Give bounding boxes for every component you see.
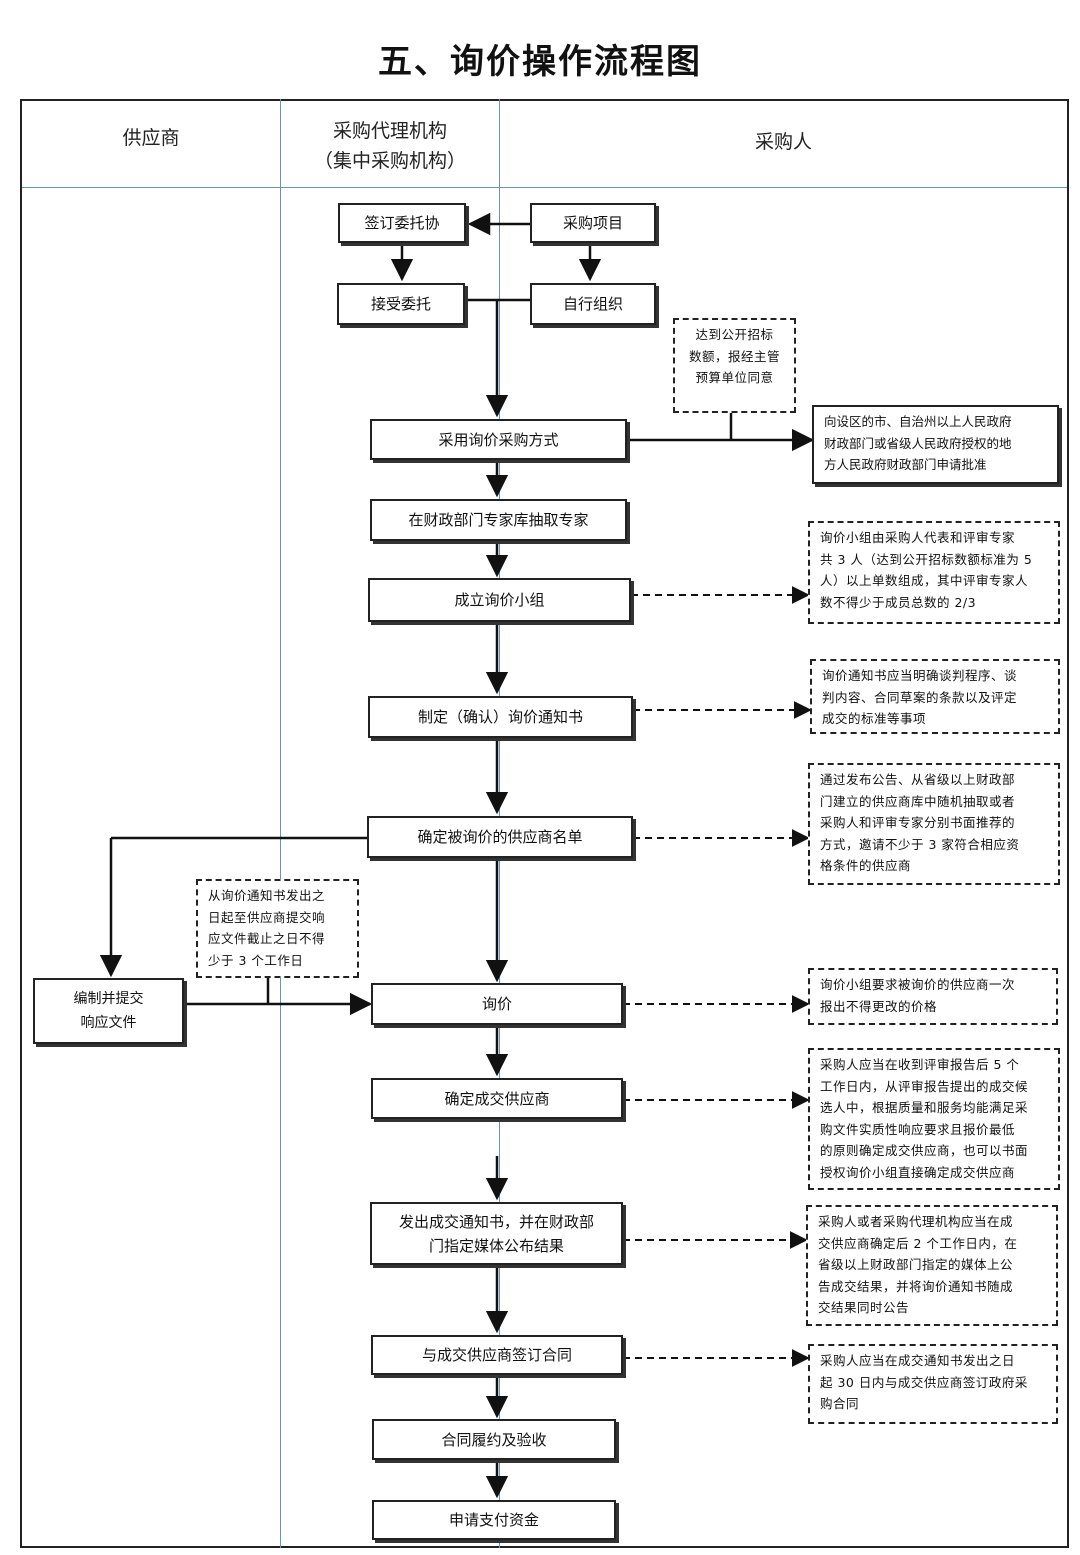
- note-line: 询价小组要求被询价的供应商一次: [820, 977, 1016, 992]
- note-line: 购合同: [820, 1396, 860, 1411]
- step-make-inquiry-notice: 制定（确认）询价通知书: [368, 696, 633, 738]
- note-line: 人）以上单数组成，其中评审专家人: [820, 573, 1029, 588]
- note-one-price: 询价小组要求被询价的供应商一次 报出不得更改的价格: [808, 968, 1058, 1025]
- lane-header-supplier: 供应商: [122, 127, 180, 149]
- note-line: 工作日内，从评审报告提出的成交候: [820, 1078, 1029, 1094]
- step-perform-accept: 合同履约及验收: [372, 1419, 616, 1460]
- note-line: 向设区的市、自治州以上人民政府: [824, 414, 1012, 429]
- note-line: 交供应商确定后 2 个工作日内，在: [818, 1235, 1018, 1251]
- note-line: 财政部门或省级人民政府授权的地: [824, 435, 1012, 451]
- note-line: 询价通知书应当明确谈判程序、谈: [822, 668, 1018, 683]
- page-title: 五、询价操作流程图: [378, 42, 702, 82]
- note-line: 起 30 日内与成交供应商签订政府采: [820, 1374, 1028, 1390]
- step-issue-notice: 发出成交通知书，并在财政部 门指定媒体公布结果: [370, 1202, 623, 1265]
- step-inquiry: 询价: [371, 983, 623, 1025]
- note-line: 应文件截止之日不得: [208, 931, 326, 946]
- header-divider: [22, 187, 1067, 188]
- step-self-organize: 自行组织: [530, 283, 656, 325]
- note-line: 采购人和评审专家分别书面推荐的: [820, 815, 1016, 830]
- note-line: 省级以上财政部门指定的媒体上公: [818, 1257, 1014, 1272]
- step-sign-entrust: 签订委托协: [338, 203, 466, 243]
- note-contract-rule: 采购人应当在成交通知书发出之日 起 30 日内与成交供应商签订政府采 购合同: [808, 1344, 1058, 1424]
- note-line: 告成交结果，并将询价通知书随成: [818, 1278, 1014, 1294]
- step-form-inquiry-group: 成立询价小组: [368, 578, 631, 622]
- lane-header-agency: 采购代理机构 （集中采购机构）: [281, 116, 499, 176]
- step-determine-supplier-list: 确定被询价的供应商名单: [367, 816, 633, 858]
- note-line: 采购人应当在成交通知书发出之日: [820, 1353, 1016, 1368]
- note-line: 通过发布公告、从省级以上财政部: [820, 772, 1016, 787]
- note-response-time: 从询价通知书发出之 日起至供应商提交响 应文件截止之日不得 少于 3 个工作日: [196, 879, 359, 978]
- note-line: 询价小组由采购人代表和评审专家: [820, 530, 1016, 545]
- note-line: 共 3 人（达到公开招标数额标准为 5: [820, 551, 1033, 567]
- note-line: 购文件实质性响应要求且报价最低: [820, 1121, 1016, 1137]
- note-line: 数不得少于成员总数的 2/3: [820, 594, 977, 610]
- note-threshold: 达到公开招标 数额，报经主管 预算单位同意: [673, 318, 796, 413]
- lane-header-purchaser: 采购人: [754, 131, 812, 153]
- note-line: 的原则确定成交供应商，也可以书面: [820, 1143, 1029, 1158]
- step-determine-winner: 确定成交供应商: [371, 1078, 623, 1119]
- lane-divider-1: [280, 99, 281, 1548]
- lane-header-agency-line1: 采购代理机构: [332, 120, 447, 142]
- note-line: 少于 3 个工作日: [208, 952, 304, 968]
- note-supplier-selection: 通过发布公告、从省级以上财政部 门建立的供应商库中随机抽取或者 采购人和评审专家…: [808, 763, 1060, 885]
- note-approval: 向设区的市、自治州以上人民政府 财政部门或省级人民政府授权的地 方人民政府财政部…: [812, 405, 1059, 484]
- note-line: 授权询价小组直接确定成交供应商: [820, 1164, 1016, 1180]
- note-line: 门建立的供应商库中随机抽取或者: [820, 793, 1016, 809]
- note-line: 选人中，根据质量和服务均能满足采: [820, 1100, 1029, 1115]
- step-prepare-response: 编制并提交 响应文件: [33, 978, 184, 1044]
- note-publish-rule: 采购人或者采购代理机构应当在成 交供应商确定后 2 个工作日内，在 省级以上财政…: [806, 1205, 1058, 1326]
- step-adopt-inquiry-method: 采用询价采购方式: [370, 419, 627, 460]
- note-line: 采购人应当在收到评审报告后 5 个: [820, 1057, 1020, 1072]
- note-line: 日起至供应商提交响: [208, 909, 326, 925]
- note-line: 成交的标准等事项: [822, 711, 927, 726]
- step-draw-experts: 在财政部门专家库抽取专家: [370, 499, 627, 541]
- step-purchase-project: 采购项目: [530, 203, 656, 243]
- flowchart-frame: [20, 99, 1069, 1548]
- step-apply-payment: 申请支付资金: [372, 1500, 616, 1540]
- note-winner-rule: 采购人应当在收到评审报告后 5 个 工作日内，从评审报告提出的成交候 选人中，根…: [808, 1048, 1060, 1190]
- note-line: 格条件的供应商: [820, 858, 912, 873]
- note-line: 采购人或者采购代理机构应当在成: [818, 1214, 1014, 1229]
- note-group-composition: 询价小组由采购人代表和评审专家 共 3 人（达到公开招标数额标准为 5 人）以上…: [808, 521, 1060, 624]
- note-line: 交结果同时公告: [818, 1300, 910, 1315]
- note-line: 方式，邀请不少于 3 家符合相应资: [820, 836, 1020, 852]
- step-prepare-response-line2: 响应文件: [80, 1015, 137, 1031]
- step-sign-contract: 与成交供应商签订合同: [371, 1335, 623, 1375]
- note-line: 从询价通知书发出之: [208, 888, 326, 903]
- step-issue-notice-line2: 门指定媒体公布结果: [428, 1236, 564, 1255]
- step-accept-entrust: 接受委托: [337, 283, 465, 325]
- step-prepare-response-line1: 编制并提交: [73, 991, 144, 1007]
- note-line: 预算单位同意: [695, 370, 774, 385]
- note-line: 达到公开招标: [695, 327, 774, 342]
- lane-header-agency-line2: （集中采购机构）: [313, 150, 466, 172]
- step-issue-notice-line1: 发出成交通知书，并在财政部: [398, 1212, 594, 1231]
- note-line: 报出不得更改的价格: [820, 998, 938, 1014]
- note-notice-content: 询价通知书应当明确谈判程序、谈 判内容、合同草案的条款以及评定 成交的标准等事项: [810, 659, 1060, 734]
- note-line: 方人民政府财政部门申请批准: [824, 457, 987, 472]
- note-line: 判内容、合同草案的条款以及评定: [822, 689, 1018, 705]
- note-line: 数额，报经主管: [688, 348, 780, 364]
